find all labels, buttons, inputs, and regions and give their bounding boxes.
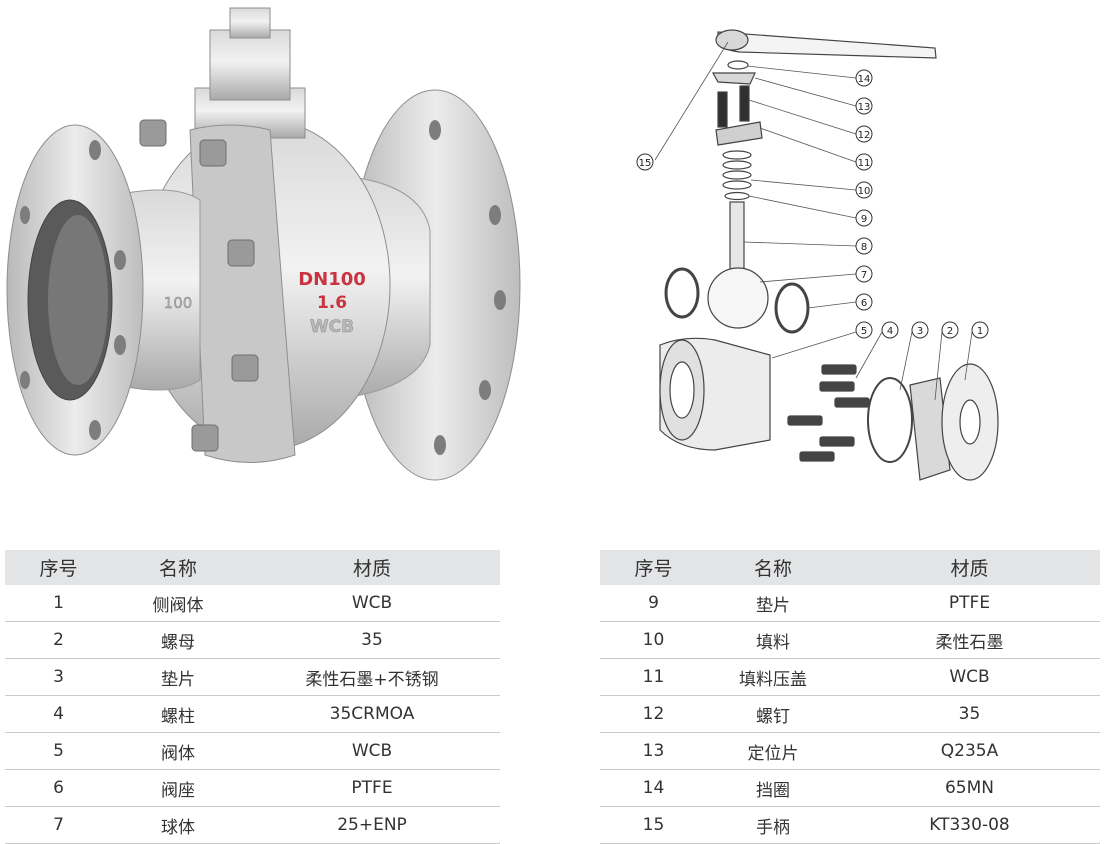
cell-name: 垫片 <box>707 585 839 622</box>
header-material: 材质 <box>839 550 1100 585</box>
callout-6: 6 <box>861 298 867 309</box>
callout-7: 7 <box>861 270 867 281</box>
callout-12: 12 <box>858 130 871 141</box>
table-row: 9 垫片 PTFE <box>600 585 1100 622</box>
table-row: 10 填料 柔性石墨 <box>600 621 1100 659</box>
header-index: 序号 <box>600 550 707 585</box>
cell-material: Q235A <box>839 732 1100 770</box>
callout-13: 13 <box>858 102 871 113</box>
cell-index: 11 <box>600 658 707 696</box>
cell-material: 柔性石墨+不锈钢 <box>244 658 500 696</box>
table-header-row: 序号 名称 材质 <box>5 550 500 585</box>
header-name: 名称 <box>112 550 244 585</box>
callout-2: 2 <box>947 326 953 337</box>
cell-material: 35 <box>839 695 1100 733</box>
cell-name: 螺母 <box>112 621 244 659</box>
cell-name: 垫片 <box>112 658 244 696</box>
cell-index: 7 <box>5 806 112 844</box>
parts-table-left: 序号 名称 材质 1 侧阀体 WCB 2 螺母 35 3 垫片 柔性石墨+不锈钢… <box>5 550 500 844</box>
table-row: 7 球体 25+ENP <box>5 806 500 844</box>
cell-name: 填料压盖 <box>707 658 839 696</box>
cell-name: 手柄 <box>707 806 839 844</box>
callout-8: 8 <box>861 242 867 253</box>
cell-material: 柔性石墨 <box>839 621 1100 659</box>
callout-3: 3 <box>917 326 923 337</box>
parts-table-right: 序号 名称 材质 9 垫片 PTFE 10 填料 柔性石墨 11 填料压盖 WC… <box>600 550 1100 844</box>
header-index: 序号 <box>5 550 112 585</box>
callout-11: 11 <box>858 158 871 169</box>
cell-name: 挡圈 <box>707 769 839 807</box>
table-row: 3 垫片 柔性石墨+不锈钢 <box>5 658 500 696</box>
table-row: 4 螺柱 35CRMOA <box>5 695 500 733</box>
header-material: 材质 <box>244 550 500 585</box>
cell-index: 14 <box>600 769 707 807</box>
cell-index: 9 <box>600 585 707 622</box>
callout-15: 15 <box>639 158 652 169</box>
cell-index: 15 <box>600 806 707 844</box>
cell-material: PTFE <box>839 585 1100 622</box>
cell-index: 12 <box>600 695 707 733</box>
cell-name: 定位片 <box>707 732 839 770</box>
cell-index: 10 <box>600 621 707 659</box>
callout-14: 14 <box>858 74 871 85</box>
cell-index: 4 <box>5 695 112 733</box>
table-row: 11 填料压盖 WCB <box>600 658 1100 696</box>
cell-name: 侧阀体 <box>112 585 244 622</box>
cell-index: 5 <box>5 732 112 770</box>
header-name: 名称 <box>707 550 839 585</box>
callout-10: 10 <box>858 186 871 197</box>
table-row: 12 螺钉 35 <box>600 695 1100 733</box>
table-row: 2 螺母 35 <box>5 621 500 659</box>
cell-name: 球体 <box>112 806 244 844</box>
callout-1: 1 <box>977 326 983 337</box>
table-row: 6 阀座 PTFE <box>5 769 500 807</box>
flange-marking: 100 <box>164 294 193 312</box>
cell-name: 螺柱 <box>112 695 244 733</box>
cell-name: 阀体 <box>112 732 244 770</box>
cell-material: 25+ENP <box>244 806 500 844</box>
body-marking-material: WCB <box>310 317 354 337</box>
valve-photo: DN100 1.6 WCB 100 <box>6 7 521 481</box>
cell-name: 螺钉 <box>707 695 839 733</box>
cell-material: KT330-08 <box>839 806 1100 844</box>
callout-9: 9 <box>861 214 867 225</box>
exploded-parts-diagram: 15 14 13 12 11 10 9 8 7 6 5 4 3 2 1 <box>636 29 999 481</box>
cell-material: PTFE <box>244 769 500 807</box>
cell-material: 35 <box>244 621 500 659</box>
table-row: 5 阀体 WCB <box>5 732 500 770</box>
cell-index: 13 <box>600 732 707 770</box>
callout-5: 5 <box>861 326 867 337</box>
table-header-row: 序号 名称 材质 <box>600 550 1100 585</box>
table-row: 14 挡圈 65MN <box>600 769 1100 807</box>
cell-name: 填料 <box>707 621 839 659</box>
callout-4: 4 <box>887 326 893 337</box>
cell-material: 35CRMOA <box>244 695 500 733</box>
cell-material: 65MN <box>839 769 1100 807</box>
table-row: 13 定位片 Q235A <box>600 732 1100 770</box>
cell-material: WCB <box>839 658 1100 696</box>
cell-index: 2 <box>5 621 112 659</box>
body-marking-pressure: 1.6 <box>317 293 347 313</box>
body-marking-size: DN100 <box>298 269 366 290</box>
cell-index: 6 <box>5 769 112 807</box>
table-row: 1 侧阀体 WCB <box>5 585 500 622</box>
cell-material: WCB <box>244 585 500 622</box>
cell-material: WCB <box>244 732 500 770</box>
table-row: 15 手柄 KT330-08 <box>600 806 1100 844</box>
cell-index: 1 <box>5 585 112 622</box>
cell-name: 阀座 <box>112 769 244 807</box>
cell-index: 3 <box>5 658 112 696</box>
